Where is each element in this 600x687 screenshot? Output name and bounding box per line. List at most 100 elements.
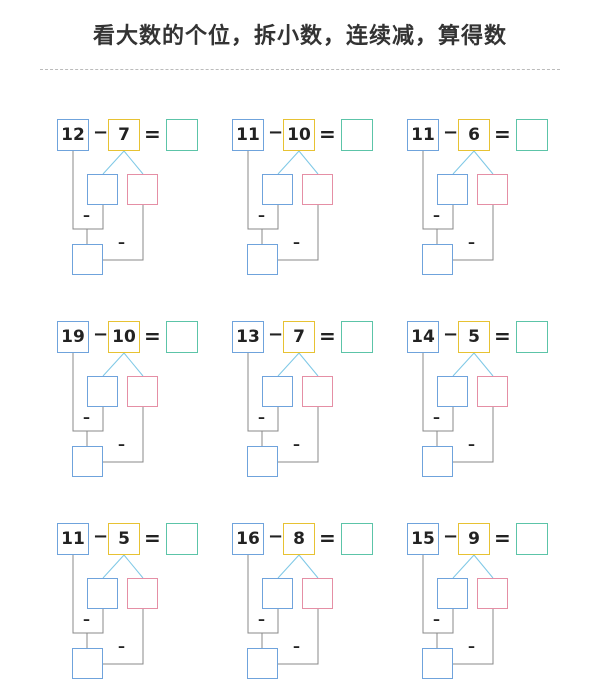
subtrahend-box: 7: [108, 119, 140, 151]
subtrahend-box: 5: [458, 321, 490, 353]
problem-4: 19 − 10 = – –: [57, 321, 202, 481]
intermediate-result-box[interactable]: [72, 446, 103, 477]
subtrahend-box: 9: [458, 523, 490, 555]
minuend-connector: [422, 555, 438, 648]
intermediate-result-box[interactable]: [247, 244, 278, 275]
answer-box[interactable]: [341, 321, 373, 353]
intermediate-result-box[interactable]: [72, 244, 103, 275]
minus-sign: −: [443, 122, 459, 143]
step-one-minus-sign: –: [83, 208, 90, 224]
split-right-box[interactable]: [127, 578, 158, 609]
split-right-connector: [103, 609, 144, 665]
equals-sign: =: [319, 122, 336, 146]
minuend-box: 14: [407, 321, 439, 353]
minuend-connector: [72, 353, 88, 446]
intermediate-result-box[interactable]: [422, 244, 453, 275]
split-right-box[interactable]: [302, 174, 333, 205]
intermediate-result-box[interactable]: [422, 446, 453, 477]
split-right-connector: [103, 407, 144, 463]
answer-box[interactable]: [341, 523, 373, 555]
split-left-connector: [437, 205, 454, 230]
intermediate-result-box[interactable]: [422, 648, 453, 679]
branch-line-right: [123, 554, 144, 579]
minuend-box: 16: [232, 523, 264, 555]
connector-lines: [422, 150, 494, 261]
equals-sign: =: [494, 122, 511, 146]
step-one-minus-sign: –: [433, 208, 440, 224]
split-right-connector: [453, 407, 494, 463]
branch-line-left: [102, 352, 125, 377]
split-left-connector: [87, 609, 104, 634]
answer-box[interactable]: [166, 119, 198, 151]
answer-box[interactable]: [166, 523, 198, 555]
step-two-minus-sign: –: [468, 235, 475, 251]
split-right-box[interactable]: [477, 578, 508, 609]
title-divider: [40, 69, 560, 70]
equals-sign: =: [319, 324, 336, 348]
minuend-connector: [422, 151, 438, 244]
split-left-box[interactable]: [262, 578, 293, 609]
split-left-box[interactable]: [87, 376, 118, 407]
equals-sign: =: [144, 122, 161, 146]
intermediate-result-box[interactable]: [247, 648, 278, 679]
split-left-box[interactable]: [437, 376, 468, 407]
split-right-box[interactable]: [302, 376, 333, 407]
intermediate-result-box[interactable]: [72, 648, 103, 679]
branch-line-right: [473, 150, 494, 175]
step-one-minus-sign: –: [433, 410, 440, 426]
equals-sign: =: [319, 526, 336, 550]
minuend-box: 15: [407, 523, 439, 555]
answer-box[interactable]: [516, 523, 548, 555]
split-right-connector: [453, 609, 494, 665]
minus-sign: −: [268, 526, 284, 547]
connector-lines: [247, 352, 319, 463]
problem-3: 11 − 6 = – –: [407, 119, 552, 279]
problem-6: 14 − 5 = – –: [407, 321, 552, 481]
branch-line-right: [123, 150, 144, 175]
split-right-box[interactable]: [127, 376, 158, 407]
problem-2: 11 − 10 = – –: [232, 119, 377, 279]
branch-line-left: [452, 554, 475, 579]
subtrahend-box: 10: [283, 119, 315, 151]
split-left-box[interactable]: [437, 174, 468, 205]
connector-lines: [72, 352, 144, 463]
split-right-connector: [103, 205, 144, 261]
branch-line-right: [298, 352, 319, 377]
split-left-box[interactable]: [437, 578, 468, 609]
connector-lines: [247, 554, 319, 665]
split-left-connector: [437, 407, 454, 432]
split-left-connector: [437, 609, 454, 634]
split-left-box[interactable]: [262, 376, 293, 407]
subtrahend-box: 6: [458, 119, 490, 151]
answer-box[interactable]: [516, 119, 548, 151]
subtrahend-box: 8: [283, 523, 315, 555]
minus-sign: −: [268, 324, 284, 345]
minuend-box: 12: [57, 119, 89, 151]
problem-8: 16 − 8 = – –: [232, 523, 377, 683]
answer-box[interactable]: [341, 119, 373, 151]
split-right-box[interactable]: [127, 174, 158, 205]
split-right-box[interactable]: [477, 174, 508, 205]
minus-sign: −: [443, 324, 459, 345]
answer-box[interactable]: [166, 321, 198, 353]
answer-box[interactable]: [516, 321, 548, 353]
intermediate-result-box[interactable]: [247, 446, 278, 477]
split-right-box[interactable]: [477, 376, 508, 407]
split-left-box[interactable]: [262, 174, 293, 205]
step-two-minus-sign: –: [468, 437, 475, 453]
minuend-box: 11: [232, 119, 264, 151]
split-left-connector: [262, 609, 279, 634]
split-left-box[interactable]: [87, 578, 118, 609]
minus-sign: −: [93, 324, 109, 345]
split-right-connector: [278, 407, 319, 463]
split-left-connector: [262, 205, 279, 230]
split-left-connector: [262, 407, 279, 432]
minuend-box: 13: [232, 321, 264, 353]
problem-1: 12 − 7 = – –: [57, 119, 202, 279]
split-right-box[interactable]: [302, 578, 333, 609]
split-left-box[interactable]: [87, 174, 118, 205]
subtrahend-box: 5: [108, 523, 140, 555]
branch-line-left: [277, 554, 300, 579]
problem-9: 15 − 9 = – –: [407, 523, 552, 683]
split-left-connector: [87, 205, 104, 230]
